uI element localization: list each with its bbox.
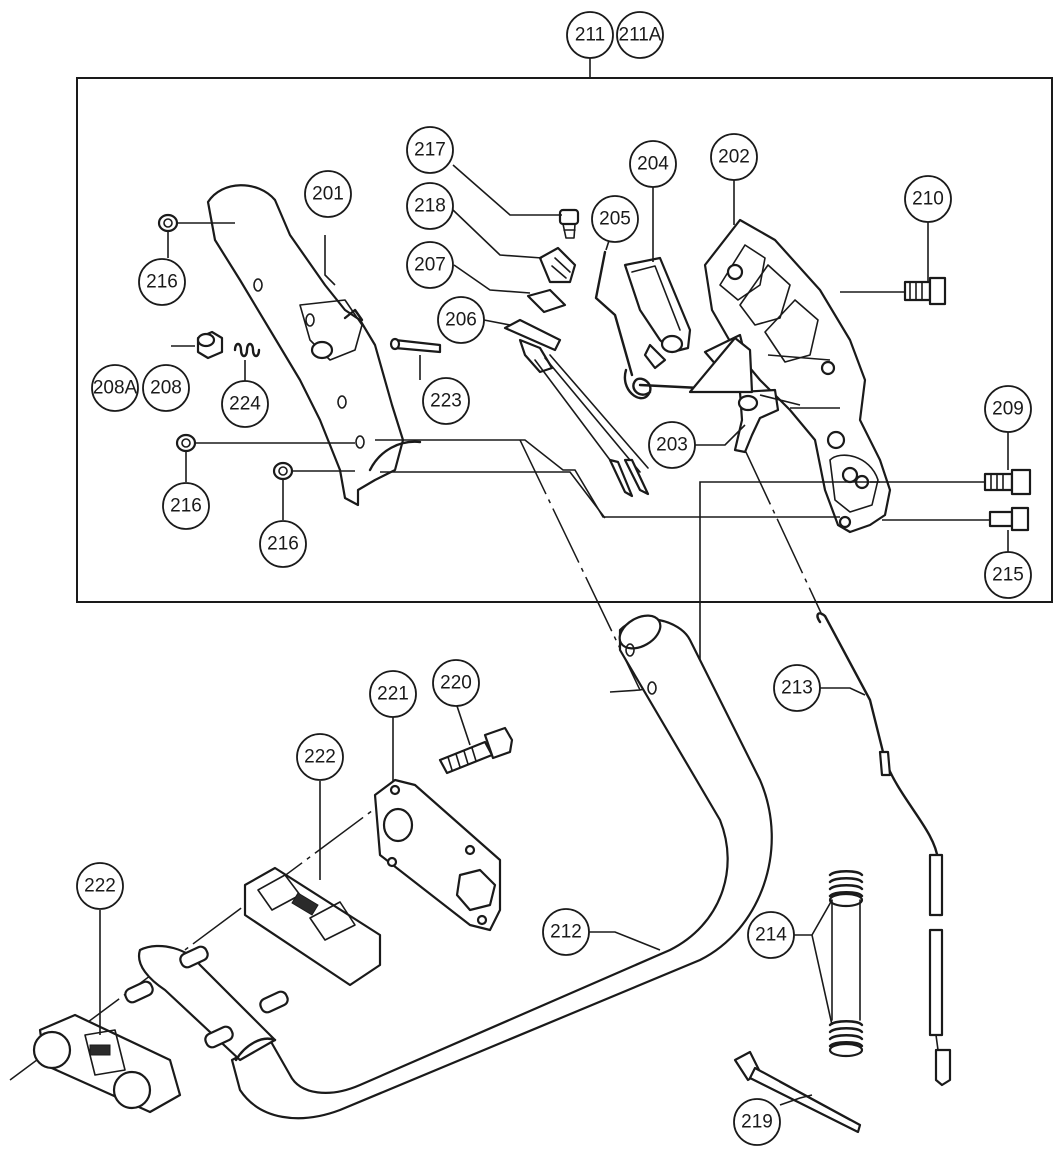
callout-212: 212 (542, 908, 590, 956)
callout-221: 221 (369, 670, 417, 718)
callout-218-label: 218 (414, 196, 446, 217)
callout-218: 218 (406, 182, 454, 230)
callout-201-label: 201 (312, 184, 344, 205)
callout-207-label: 207 (414, 255, 446, 276)
cap-218 (538, 246, 577, 284)
callout-216c-label: 216 (267, 534, 299, 555)
callout-208a-label: 208A (93, 378, 138, 399)
callout-211a: 211A (616, 11, 664, 59)
callout-210: 210 (904, 175, 952, 223)
callout-222a: 222 (296, 733, 344, 781)
assembly-frame (76, 77, 1053, 603)
nut-216-low (272, 461, 294, 481)
handle-housing-201 (206, 184, 422, 507)
inner-leaders (176, 222, 990, 521)
plate-207 (526, 288, 567, 314)
callout-215: 215 (984, 551, 1032, 599)
nut-216-top (157, 213, 179, 233)
callout-201: 201 (304, 170, 352, 218)
callout-216b: 216 (162, 482, 210, 530)
screw-209 (983, 468, 1032, 496)
callout-212-label: 212 (550, 922, 582, 943)
spring-224 (233, 342, 261, 358)
callout-214-label: 214 (755, 925, 787, 946)
handle-tube-212 (124, 614, 773, 1120)
callout-209: 209 (984, 385, 1032, 433)
callout-206: 206 (437, 296, 485, 344)
callout-208: 208 (142, 364, 190, 412)
callout-217: 217 (406, 126, 454, 174)
callout-211: 211 (566, 11, 614, 59)
lever-204 (623, 256, 692, 370)
callout-208a: 208A (91, 364, 139, 412)
screw-210 (903, 276, 947, 306)
cover-plate (688, 336, 754, 394)
callout-204: 204 (629, 140, 677, 188)
clamp-222-lower (32, 1013, 182, 1114)
callout-213-label: 213 (781, 678, 813, 699)
callout-216c: 216 (259, 520, 307, 568)
outer-leaders (99, 164, 1009, 1106)
callout-209-label: 209 (992, 399, 1024, 420)
callout-224-label: 224 (229, 394, 261, 415)
cable-213 (816, 612, 952, 1087)
callout-204-label: 204 (637, 154, 669, 175)
callout-223: 223 (422, 377, 470, 425)
callout-214: 214 (747, 911, 795, 959)
callout-222a-label: 222 (304, 747, 336, 768)
callout-211a-label: 211A (619, 25, 662, 46)
callout-203-label: 203 (656, 435, 688, 456)
callout-216b-label: 216 (170, 496, 202, 517)
callout-205-label: 205 (599, 209, 631, 230)
screw-215 (988, 506, 1030, 532)
bushing-208 (196, 330, 224, 360)
spring-205 (594, 250, 702, 400)
nut-216-mid (175, 433, 197, 453)
pin-223 (389, 337, 442, 354)
clamp-222-upper (243, 866, 382, 987)
handle-housing-202 (703, 218, 892, 534)
callout-202-label: 202 (718, 147, 750, 168)
callout-220-label: 220 (440, 673, 472, 694)
callout-221-label: 221 (377, 684, 409, 705)
callout-219-label: 219 (741, 1112, 773, 1133)
callout-222b-label: 222 (84, 876, 116, 897)
callout-216a-label: 216 (146, 272, 178, 293)
callout-210-label: 210 (912, 189, 944, 210)
cable-tie-219 (733, 1050, 862, 1134)
callout-207: 207 (406, 241, 454, 289)
callout-213: 213 (773, 664, 821, 712)
callout-208-label: 208 (150, 378, 182, 399)
callout-220: 220 (432, 659, 480, 707)
callout-211-label: 211 (575, 25, 605, 46)
callout-223-label: 223 (430, 391, 462, 412)
callout-216a: 216 (138, 258, 186, 306)
screw-217 (558, 208, 580, 239)
bolt-220 (438, 726, 514, 775)
callout-222b: 222 (76, 862, 124, 910)
callout-206-label: 206 (445, 310, 477, 331)
springs-214 (828, 870, 864, 1058)
callout-205: 205 (591, 195, 639, 243)
callout-203: 203 (648, 421, 696, 469)
callout-217-label: 217 (414, 140, 446, 161)
callout-215-label: 215 (992, 565, 1024, 586)
callout-224: 224 (221, 380, 269, 428)
callout-219: 219 (733, 1098, 781, 1146)
switch-206 (503, 318, 650, 498)
callout-202: 202 (710, 133, 758, 181)
plate-221 (373, 778, 502, 932)
